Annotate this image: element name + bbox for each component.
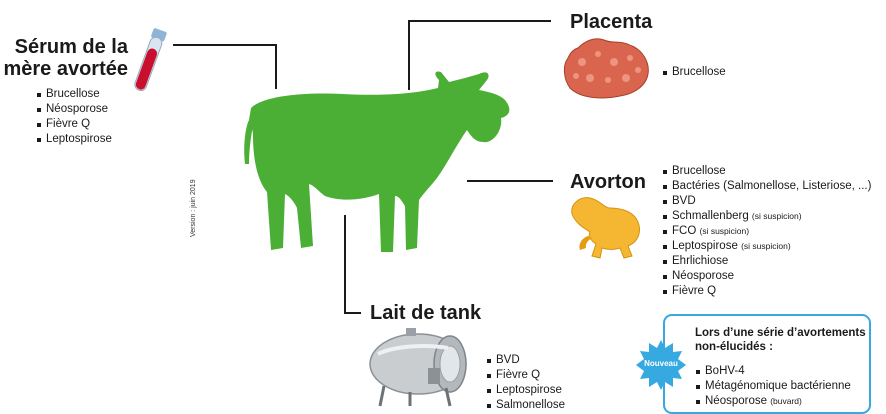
list-item: Brucellose xyxy=(662,65,726,80)
list-item: Schmallenberg (si suspicion) xyxy=(662,209,871,224)
list-item: FCO (si suspicion) xyxy=(662,224,871,239)
list-item: Brucellose xyxy=(662,164,871,179)
list-item: BVD xyxy=(486,353,565,368)
item-note: (buvard) xyxy=(770,396,802,406)
serum-connector-h xyxy=(173,44,277,46)
list-item: BVD xyxy=(662,194,871,209)
new-tests-list: BoHV-4 Métagénomique bactérienne Néospor… xyxy=(695,364,851,409)
list-item: Leptospirose (si suspicion) xyxy=(662,239,871,254)
placenta-list: Brucellose xyxy=(662,65,726,80)
item-text: Fièvre Q xyxy=(672,285,716,297)
item-text: Leptospirose xyxy=(672,240,738,252)
serum-title-line1: Sérum de la xyxy=(0,36,128,58)
item-note: (si suspicion) xyxy=(741,241,791,251)
item-text: Métagénomique bactérienne xyxy=(705,380,851,392)
placenta-icon xyxy=(560,36,652,102)
nouveau-badge: Nouveau xyxy=(636,340,686,390)
list-item: Fièvre Q xyxy=(662,284,871,299)
new-tests-header-line2: non-élucidés : xyxy=(695,340,866,354)
item-note: (si suspicion) xyxy=(752,211,802,221)
list-item: Bactéries (Salmonellose, Listeriose, ...… xyxy=(662,179,871,194)
list-item: Leptospirose xyxy=(486,383,565,398)
item-text: Schmallenberg xyxy=(672,210,749,222)
item-text: Brucellose xyxy=(672,165,726,177)
serum-title: Sérum de la mère avortée xyxy=(0,36,128,80)
item-text: Ehrlichiose xyxy=(672,255,728,267)
new-tests-header-line1: Lors d’une série d’avortements xyxy=(695,326,866,340)
cow-icon xyxy=(243,68,517,260)
nouveau-badge-label: Nouveau xyxy=(636,359,686,368)
list-item: Fièvre Q xyxy=(486,368,565,383)
new-tests-header: Lors d’une série d’avortements non-éluci… xyxy=(695,326,866,354)
list-item: Néosporose xyxy=(36,102,112,117)
lait-title: Lait de tank xyxy=(370,302,481,324)
lait-list: BVD Fièvre Q Leptospirose Salmonellose xyxy=(486,353,565,413)
item-note: (si suspicion) xyxy=(699,226,749,236)
serum-list: Brucellose Néosporose Fièvre Q Leptospir… xyxy=(36,87,112,147)
avorton-list: Brucellose Bactéries (Salmonellose, List… xyxy=(662,164,871,299)
list-item: Brucellose xyxy=(36,87,112,102)
avorton-title: Avorton xyxy=(570,171,646,193)
fetus-icon xyxy=(566,192,644,262)
blood-tube-icon xyxy=(131,26,167,98)
list-item: Néosporose (buvard) xyxy=(695,394,851,409)
placenta-connector-h xyxy=(408,20,551,22)
list-item: Métagénomique bactérienne xyxy=(695,379,851,394)
serum-title-line2: mère avortée xyxy=(0,58,128,80)
lait-connector-h xyxy=(344,312,361,314)
item-text: Bactéries (Salmonellose, Listeriose, ...… xyxy=(672,180,871,192)
item-text: FCO xyxy=(672,225,696,237)
list-item: Néosporose xyxy=(662,269,871,284)
version-label: Version : juin 2019 xyxy=(190,179,197,237)
item-text: BVD xyxy=(672,195,696,207)
list-item: Fièvre Q xyxy=(36,117,112,132)
item-text: BoHV-4 xyxy=(705,365,745,377)
item-text: Néosporose xyxy=(705,395,767,407)
milk-tank-icon xyxy=(366,324,474,408)
new-tests-box: Lors d’une série d’avortements non-éluci… xyxy=(663,314,871,414)
item-text: Néosporose xyxy=(672,270,734,282)
list-item: Leptospirose xyxy=(36,132,112,147)
list-item: Ehrlichiose xyxy=(662,254,871,269)
placenta-title: Placenta xyxy=(570,11,652,33)
list-item: BoHV-4 xyxy=(695,364,851,379)
